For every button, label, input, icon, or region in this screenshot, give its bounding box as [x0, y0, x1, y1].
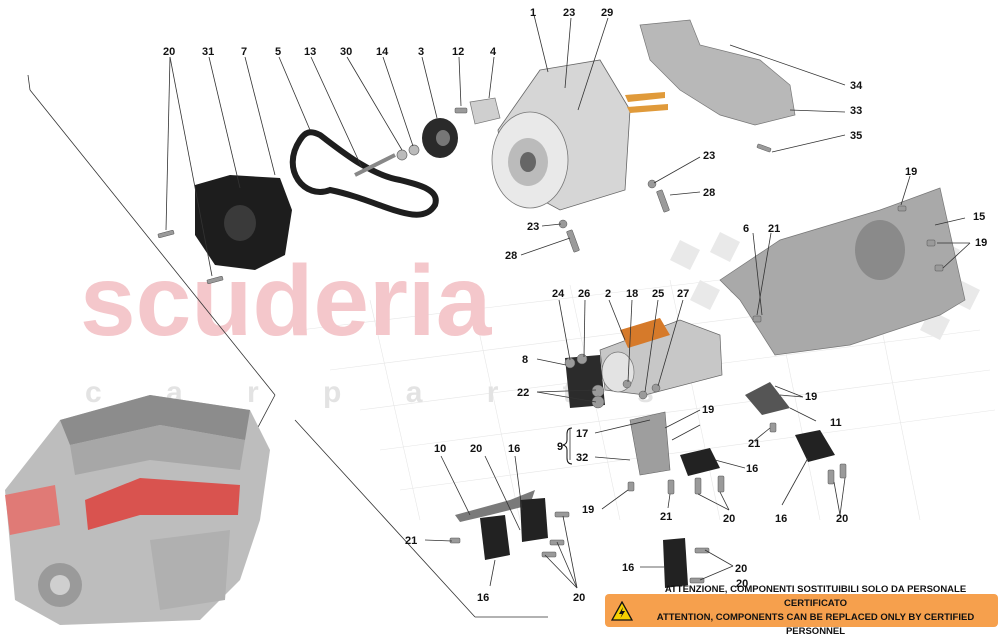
- callout-8: 8: [522, 354, 528, 366]
- callout-20e: 20: [573, 592, 585, 604]
- callout-28: 28: [703, 187, 715, 199]
- callout-20b: 20: [470, 443, 482, 455]
- callout-2: 2: [605, 288, 611, 300]
- callout-16e: 16: [622, 562, 634, 574]
- callout-20f: 20: [735, 563, 747, 575]
- starter-motor-part-2: [599, 318, 723, 396]
- warning-banner: ATTENZIONE, COMPONENTI SOSTITUIBILI SOLO…: [605, 584, 998, 637]
- callout-labels: 1 23 29 34 33 35 20 31 7 5 13 30 14 3 12…: [163, 7, 987, 604]
- callout-26: 26: [578, 288, 590, 300]
- callout-23c: 23: [527, 221, 539, 233]
- callout-31: 31: [202, 46, 214, 58]
- callout-19: 19: [905, 166, 917, 178]
- drive-belt-part-5: [289, 129, 439, 218]
- watermark-brand: scuderia: [80, 245, 493, 357]
- callout-15: 15: [973, 211, 985, 223]
- callout-1: 1: [530, 7, 536, 19]
- mount-part-16-e: [663, 538, 688, 588]
- callout-12: 12: [452, 46, 464, 58]
- bushing-part-4: [469, 97, 501, 125]
- callout-18: 18: [626, 288, 638, 300]
- callout-32: 32: [576, 452, 588, 464]
- callout-27: 27: [677, 288, 689, 300]
- bracket-part-9: [629, 411, 671, 476]
- callout-19e: 19: [582, 504, 594, 516]
- leader-lines: [165, 14, 971, 589]
- callout-33: 33: [850, 105, 862, 117]
- cover-hole: [224, 205, 256, 241]
- washer-part-30: [396, 149, 408, 161]
- callout-25: 25: [652, 288, 664, 300]
- engine-illustration: [5, 395, 270, 625]
- callout-16d: 16: [477, 592, 489, 604]
- washer-part-14: [408, 144, 420, 156]
- callout-20: 20: [163, 46, 175, 58]
- heat-shield-part-33: [639, 19, 796, 126]
- bolt-part-13: [354, 153, 396, 177]
- callout-30: 30: [340, 46, 352, 58]
- mount-part-16-c: [680, 448, 720, 476]
- heat-shield-dent: [855, 220, 905, 280]
- callout-16c: 16: [775, 513, 787, 525]
- callout-28b: 28: [505, 250, 517, 262]
- callout-9: 9: [557, 441, 563, 453]
- callout-20d: 20: [836, 513, 848, 525]
- mount-part-16-b: [520, 498, 548, 542]
- callout-10: 10: [434, 443, 446, 455]
- callout-29: 29: [601, 7, 613, 19]
- callout-21: 21: [768, 223, 780, 235]
- group-brace: [562, 427, 573, 465]
- callout-17: 17: [576, 428, 588, 440]
- heat-shield-part-6: [719, 187, 966, 356]
- warning-line-2: ATTENTION, COMPONENTS CAN BE REPLACED ON…: [656, 611, 975, 637]
- warning-line-1: ATTENZIONE, COMPONENTI SOSTITUIBILI SOLO…: [664, 583, 967, 609]
- mount-part-16-a: [480, 515, 510, 560]
- callout-19c: 19: [702, 404, 714, 416]
- callout-23b: 23: [703, 150, 715, 162]
- callout-16b: 16: [508, 443, 520, 455]
- fasteners: [157, 107, 944, 584]
- callout-13: 13: [304, 46, 316, 58]
- callout-20g: 20: [736, 578, 748, 590]
- callout-21b: 21: [748, 438, 760, 450]
- electric-motor-part-1: [491, 59, 668, 211]
- callout-21d: 21: [660, 511, 672, 523]
- bracket-part-10: [455, 490, 535, 522]
- callout-3: 3: [418, 46, 424, 58]
- pulley-part-3: [422, 118, 458, 158]
- callout-23: 23: [563, 7, 575, 19]
- callout-6: 6: [743, 223, 749, 235]
- callout-22: 22: [517, 387, 529, 399]
- callout-7: 7: [241, 46, 247, 58]
- callout-4: 4: [490, 46, 497, 58]
- electric-hazard-icon: [610, 600, 634, 621]
- callout-35: 35: [850, 130, 862, 142]
- callout-19d: 19: [805, 391, 817, 403]
- callout-5: 5: [275, 46, 281, 58]
- callout-20c: 20: [723, 513, 735, 525]
- bracket-part-11: [745, 382, 790, 415]
- callout-19b: 19: [975, 237, 987, 249]
- callout-24: 24: [552, 288, 565, 300]
- callout-14: 14: [376, 46, 389, 58]
- callout-34: 34: [850, 80, 863, 92]
- callout-16: 16: [746, 463, 758, 475]
- mount-part-16-d: [795, 430, 835, 462]
- callout-11: 11: [830, 417, 842, 429]
- callout-21c: 21: [405, 535, 417, 547]
